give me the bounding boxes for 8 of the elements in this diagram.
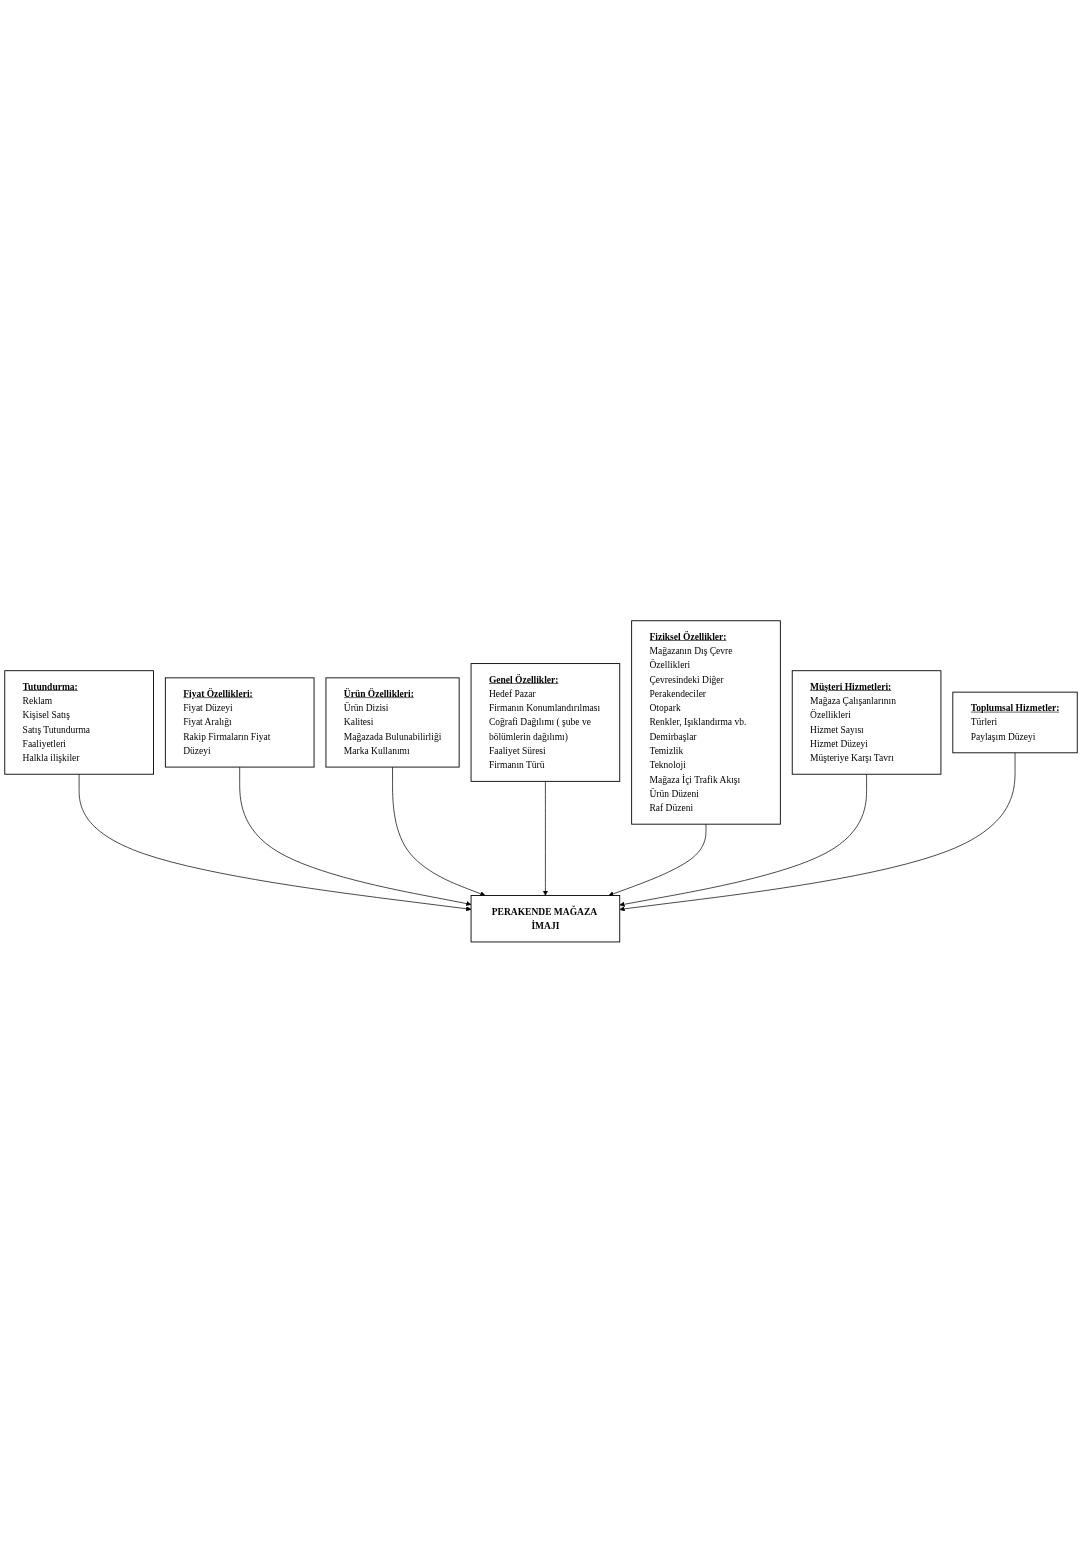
node-box: PERAKENDE MAĞAZA İMAJI xyxy=(470,894,621,943)
node-box: Toplumsal Hizmetler: Türleri Paylaşım Düzeyi xyxy=(952,691,1078,753)
node-box: Müşteri Hizmetleri: Mağaza Çalışanlarının Özellikleri Hizmet Sayısı Hizmet Düzeyi Müşteriye Karşı Tavrı xyxy=(791,669,942,775)
node-box: Ürün Özellikleri: Ürün Dizisi Kalitesi Mağazada Bulunabilirliği Marka Kullanımı xyxy=(325,677,460,768)
node-box: Genel Özellikler: Hedef Pazar Firmanın Konumlandırılması Coğrafi Dağılımı ( şube ve bölümlerin dağılımı) Faaliyet Süresi Firmanın Türü xyxy=(470,662,621,782)
node-box: Tutundurma: Reklam Kişisel Satış Satış Tutundurma Faaliyetleri Halkla ilişkiler xyxy=(4,669,154,775)
node-box: Fiyat Özellikleri: Fiyat Düzeyi Fiyat Aralığı Rakip Firmaların Fiyat Düzeyi xyxy=(164,677,315,768)
node-box: Fiziksel Özellikler: Mağazanın Dış Çevre Özellikleri Çevresindeki Diğer Perakendeciler Otopark Renkler, Işıklandırma vb. Demirbaşlar Temizlik Teknoloji Mağaza İçi Trafik Akışı Ürün Düzeni Raf Düzeni xyxy=(631,619,781,825)
